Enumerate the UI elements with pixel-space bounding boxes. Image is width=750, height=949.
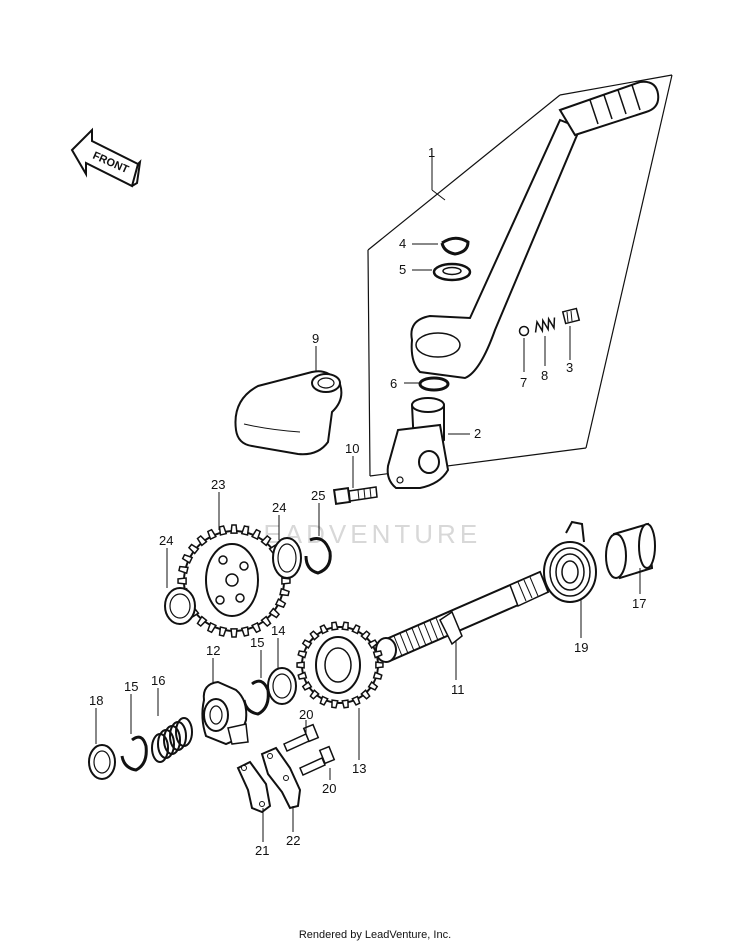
spring-guide-17 [605,522,656,580]
callout-24-upper: 24 [272,500,286,515]
callout-12: 12 [206,643,220,658]
washer-24-upper [272,537,302,579]
leader-lines [95,160,641,842]
callout-21: 21 [255,843,269,858]
callout-15-lower: 15 [124,679,138,694]
pedal-grip [558,80,660,137]
detent-ball-7 [518,325,530,337]
washer-24-lower [164,587,196,625]
callout-13: 13 [352,761,366,776]
guide-cover-9 [234,370,343,456]
washer-5 [432,262,472,282]
ratchet-12 [201,680,249,746]
callout-14: 14 [271,623,285,638]
circlip-6 [418,376,450,392]
bolt-20-upper [283,723,320,752]
ratchet-spring-16 [151,717,193,763]
return-spring-19 [543,520,597,603]
bolt-20-lower [299,745,336,776]
stopper-plate-21 [236,760,272,814]
kick-pedal-arm [410,80,660,380]
callout-19: 19 [574,640,588,655]
callout-10: 10 [345,441,359,456]
callout-5: 5 [399,262,406,277]
footer-credit: Rendered by LeadVenture, Inc. [298,929,452,941]
callout-20-upper: 20 [299,707,313,722]
callout-8: 8 [541,368,548,383]
callout-9: 9 [312,331,319,346]
callout-6: 6 [390,376,397,391]
callout-25: 25 [311,488,325,503]
callout-23: 23 [211,477,225,492]
kick-gear-23 [177,524,291,638]
pedal-boss-2 [386,397,450,489]
callout-2: 2 [474,426,481,441]
bolt-10 [332,486,378,506]
kick-gear-13 [296,621,384,709]
callout-22: 22 [286,833,300,848]
circlip-25 [304,537,332,575]
front-arrow-icon: FRONT [70,127,142,188]
callout-7: 7 [520,375,527,390]
pedal-assembly-outline [367,74,673,477]
callout-18: 18 [89,693,103,708]
callout-16: 16 [151,673,165,688]
washer-14 [267,667,297,705]
detent-spring-8 [534,316,556,334]
plug-3 [561,307,581,325]
callout-1: 1 [428,145,435,160]
circlip-15-lower [120,735,148,772]
circlip-15-upper [242,679,270,716]
washer-18 [88,744,116,780]
callout-17: 17 [632,596,646,611]
kick-shaft-11 [375,570,550,663]
callout-20-lower: 20 [322,781,336,796]
callout-3: 3 [566,360,573,375]
callout-11: 11 [451,682,465,697]
callout-labels: 1 2 3 4 5 6 7 8 9 10 11 12 13 14 15 15 1… [89,145,646,858]
circlip-4 [440,236,470,256]
stopper-plate-22 [260,746,302,810]
callout-24-lower: 24 [159,533,173,548]
callout-15-upper: 15 [250,635,264,650]
callout-4: 4 [399,236,406,251]
